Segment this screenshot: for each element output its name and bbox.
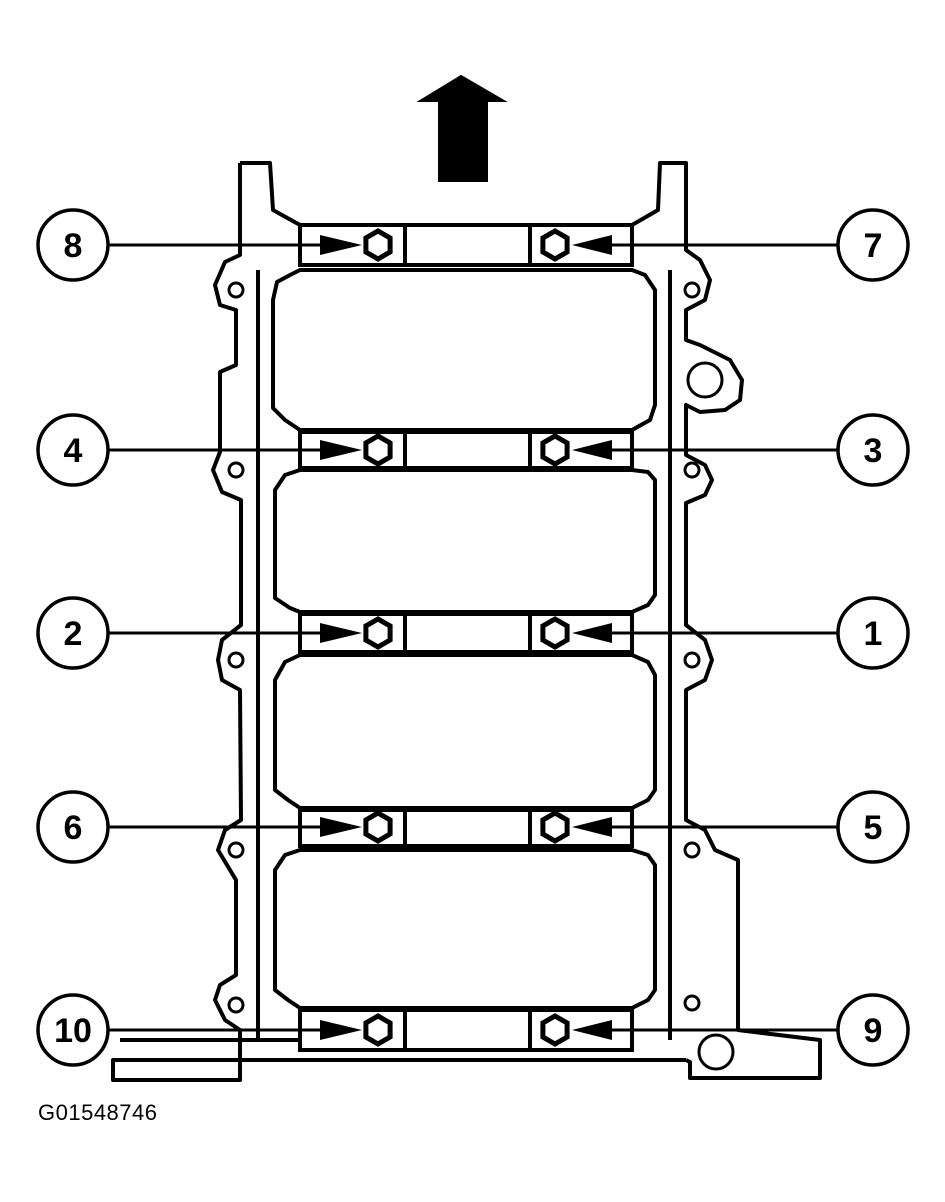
bolt-callout-7: 7 bbox=[540, 208, 910, 282]
bolt-callouts: 8 7 4 3 2 1 6 5 10 9 bbox=[36, 208, 910, 1067]
bolt-icon bbox=[540, 1013, 570, 1047]
bolt-icon bbox=[363, 1013, 393, 1047]
callout-circle bbox=[836, 790, 910, 864]
bolt-callout-3: 3 bbox=[540, 413, 910, 487]
bolt-icon bbox=[540, 228, 570, 262]
bolt-icon bbox=[540, 616, 570, 650]
callout-circle bbox=[36, 993, 110, 1067]
callout-circle bbox=[36, 413, 110, 487]
bolt-callout-2: 2 bbox=[36, 596, 393, 670]
bolt-callout-10: 10 bbox=[36, 993, 393, 1067]
arrowhead bbox=[320, 440, 362, 460]
mounting-holes bbox=[227, 281, 735, 1071]
callout-circle bbox=[836, 413, 910, 487]
arrowhead bbox=[572, 235, 612, 255]
block-casting-outline bbox=[111, 161, 822, 1082]
bolt-number-label: 7 bbox=[864, 227, 883, 265]
bolt-callout-4: 4 bbox=[36, 413, 393, 487]
arrowhead bbox=[320, 1020, 362, 1040]
callout-circle bbox=[36, 790, 110, 864]
bolt-icon bbox=[363, 433, 393, 467]
callout-circle bbox=[836, 208, 910, 282]
bolt-number-label: 10 bbox=[54, 1012, 92, 1050]
arrowhead bbox=[572, 440, 612, 460]
figure-id-label: G01548746 bbox=[38, 1100, 158, 1125]
arrowhead bbox=[572, 817, 612, 837]
bolt-callout-8: 8 bbox=[36, 208, 393, 282]
arrowhead bbox=[572, 1020, 612, 1040]
bolt-icon bbox=[363, 228, 393, 262]
bolt-number-label: 5 bbox=[864, 809, 883, 847]
callout-circle bbox=[36, 208, 110, 282]
bearing-caps bbox=[298, 223, 634, 1052]
callout-circle bbox=[836, 596, 910, 670]
bolt-callout-5: 5 bbox=[540, 790, 910, 864]
bolt-number-label: 3 bbox=[864, 432, 883, 470]
bolt-callout-9: 9 bbox=[540, 993, 910, 1067]
bolt-number-label: 6 bbox=[64, 809, 83, 847]
bolt-number-label: 2 bbox=[64, 615, 83, 653]
bolt-icon bbox=[540, 433, 570, 467]
bolt-number-label: 4 bbox=[64, 432, 83, 470]
bolt-icon bbox=[540, 810, 570, 844]
callout-circle bbox=[36, 596, 110, 670]
bolt-callout-6: 6 bbox=[36, 790, 393, 864]
arrowhead bbox=[572, 623, 612, 643]
arrowhead bbox=[320, 235, 362, 255]
inner-bays bbox=[256, 268, 672, 1040]
bolt-icon bbox=[363, 616, 393, 650]
callout-circle bbox=[836, 993, 910, 1067]
bolt-callout-1: 1 bbox=[540, 596, 910, 670]
bolt-number-label: 1 bbox=[864, 615, 883, 653]
bolt-icon bbox=[363, 810, 393, 844]
bolt-number-label: 9 bbox=[864, 1012, 883, 1050]
bolt-number-label: 8 bbox=[64, 227, 83, 265]
arrowhead bbox=[320, 817, 362, 837]
front-direction-arrow bbox=[416, 74, 508, 182]
arrowhead bbox=[320, 623, 362, 643]
